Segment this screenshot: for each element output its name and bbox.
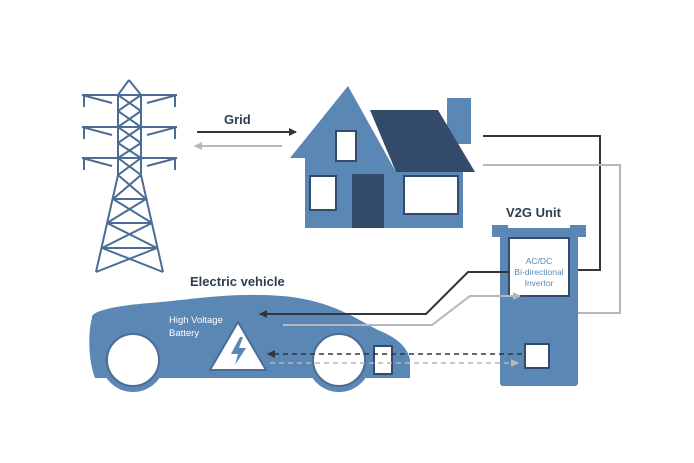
inverter-label-line2: Bi-directional	[514, 267, 563, 277]
house-icon	[290, 86, 475, 228]
high-voltage-warning-icon	[208, 320, 268, 371]
grid-label: Grid	[224, 112, 251, 127]
house-window	[335, 130, 357, 162]
inverter-panel	[508, 237, 570, 297]
electric-vehicle-label: Electric vehicle	[190, 274, 285, 289]
transmission-tower-icon	[81, 79, 178, 273]
battery-label-line2: Battery	[169, 328, 199, 339]
v2g-to-house-line	[483, 135, 601, 271]
charger-socket	[524, 343, 550, 369]
house-window	[403, 175, 459, 215]
car-wheel	[106, 333, 160, 387]
electric-car-icon	[89, 294, 411, 392]
car-to-v2g-arrow	[283, 292, 521, 326]
v2g-to-car-arrow	[259, 271, 509, 318]
v2g-unit-label: V2G Unit	[506, 205, 562, 220]
car-charging-port	[373, 345, 393, 375]
inverter-label-line1: AC/DC	[526, 256, 552, 266]
house-window	[309, 175, 337, 211]
inverter-label-line3: Invertor	[525, 278, 554, 288]
charging-station-icon	[492, 225, 586, 386]
battery-label-line1: High Voltage	[169, 315, 223, 326]
car-wheel	[312, 333, 366, 387]
house-door	[352, 174, 384, 228]
